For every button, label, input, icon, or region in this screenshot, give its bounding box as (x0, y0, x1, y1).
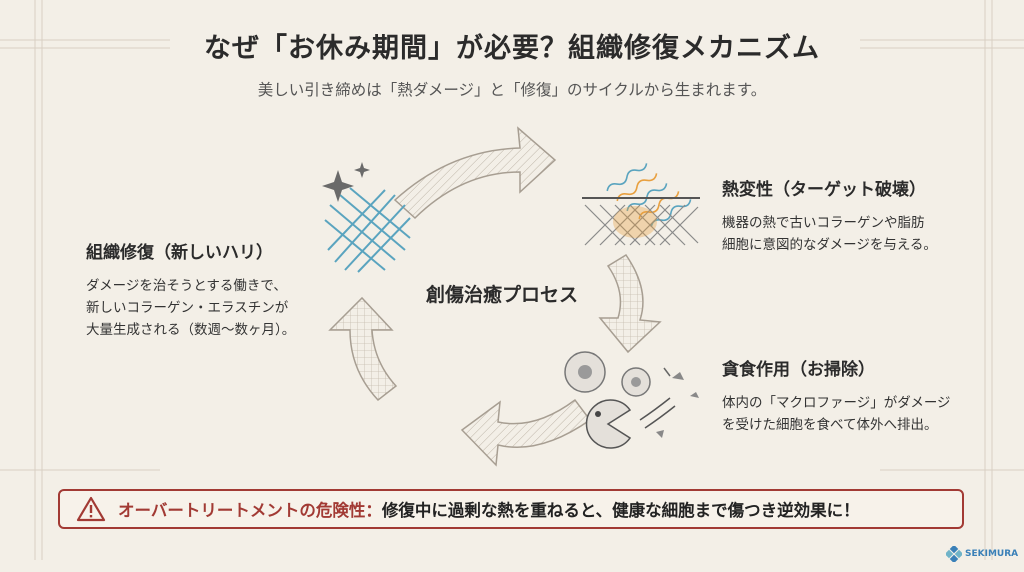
warning-text: 修復中に過剰な熱を重ねると、健康な細胞まで傷つき逆効果に！ (381, 501, 860, 520)
stage-description: 体内の「マクロファージ」がダメージ を受けた細胞を食べて体外へ排出。 (722, 395, 951, 433)
stage-heading: 熱変性（ターゲット破壊） (722, 180, 926, 200)
heat-spot-icon (613, 206, 657, 238)
stage-heading: 組織修復（新しいハリ） (86, 243, 273, 263)
logo-text: SEKIMURA (965, 549, 1019, 559)
stage-description: 機器の熱で古いコラーゲンや脂肪 細胞に意図的なダメージを与える。 (722, 215, 937, 253)
macrophage-icon (564, 351, 699, 449)
stage-heat-denaturation: 熱変性（ターゲット破壊） 機器の熱で古いコラーゲンや脂肪 細胞に意図的なダメージ… (722, 175, 992, 256)
cycle-arrow-left (328, 296, 398, 402)
logo-mark-icon (946, 546, 962, 562)
new-fiber-mesh-icon (324, 187, 411, 273)
stage-phagocytosis: 貪食作用（お掃除） 体内の「マクロファージ」がダメージ を受けた細胞を食べて体外… (722, 355, 992, 436)
page-subtitle: 美しい引き締めは「熱ダメージ」と「修復」のサイクルから生まれます。 (257, 81, 767, 99)
damaged-tissue-mesh-icon (582, 197, 700, 246)
brand-logo: SEKIMURA (946, 546, 1018, 562)
sparkle-icon (322, 162, 370, 202)
stage-tissue-repair: 組織修復（新しいハリ） ダメージを治そうとする働きで、 新しいコラーゲン・エラス… (86, 238, 346, 341)
warning-label: オーバートリートメントの危険性： (118, 501, 382, 520)
cycle-arrow-right (598, 253, 662, 354)
center-label: 創傷治癒プロセス (425, 284, 578, 306)
stage-heading: 貪食作用（お掃除） (722, 360, 875, 380)
cycle-arrow-top (393, 126, 557, 220)
warning-triangle-icon (76, 496, 106, 522)
stage-description: ダメージを治そうとする働きで、 新しいコラーゲン・エラスチンが 大量生成される（… (86, 278, 296, 338)
cycle-arrow-bottom (460, 398, 592, 467)
page-title: なぜ「お休み期間」が必要？組織修復メカニズム (204, 33, 820, 64)
warning-banner: オーバートリートメントの危険性： 修復中に過剰な熱を重ねると、健康な細胞まで傷つ… (58, 489, 964, 529)
